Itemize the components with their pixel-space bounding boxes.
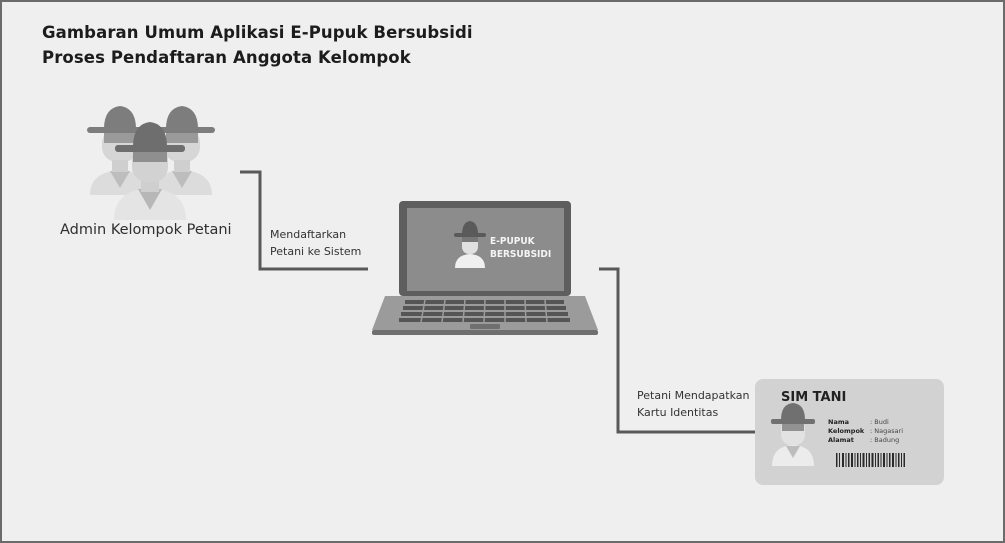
step2-line2: Kartu Identitas — [637, 406, 719, 419]
card-field-name-value: : Budi — [870, 418, 889, 426]
admin-label: Admin Kelompok Petani — [60, 222, 232, 238]
screen-app-name: E-PUPUK — [490, 236, 536, 247]
card-farmer-icon — [771, 403, 815, 466]
farmer-front-icon — [114, 122, 186, 220]
connector-admin-to-laptop — [240, 170, 368, 271]
card-field-address-value: : Badung — [870, 436, 899, 444]
card-field-group-value: : Nagasari — [870, 427, 903, 435]
laptop-icon: E-PUPUK BERSUBSIDI — [372, 201, 598, 335]
step2-line1: Petani Mendapatkan — [637, 389, 750, 402]
step2-caption: Petani Mendapatkan Kartu Identitas — [637, 387, 749, 421]
barcode-icon — [836, 453, 905, 467]
card-field-group-key: Kelompok — [828, 427, 865, 435]
diagram-subtitle: Proses Pendaftaran Anggota Kelompok — [42, 48, 411, 67]
card-field-name-key: Nama — [828, 418, 849, 426]
farmer-group-icon — [87, 106, 215, 220]
step1-caption: Mendaftarkan Petani ke Sistem — [270, 226, 361, 260]
card-field-address-key: Alamat — [828, 436, 854, 444]
screen-farmer-icon — [454, 221, 486, 268]
identity-card: SIM TANI Nama : Budi Kelompok : Nagasari… — [755, 379, 944, 485]
diagram-title: Gambaran Umum Aplikasi E-Pupuk Bersubsid… — [42, 23, 473, 42]
connector-laptop-to-card — [599, 267, 756, 434]
card-title: SIM TANI — [781, 390, 846, 405]
screen-app-subname: BERSUBSIDI — [490, 249, 551, 260]
farmer-back-left-icon — [87, 106, 153, 195]
step1-line1: Mendaftarkan — [270, 228, 347, 241]
step1-line2: Petani ke Sistem — [270, 245, 362, 258]
